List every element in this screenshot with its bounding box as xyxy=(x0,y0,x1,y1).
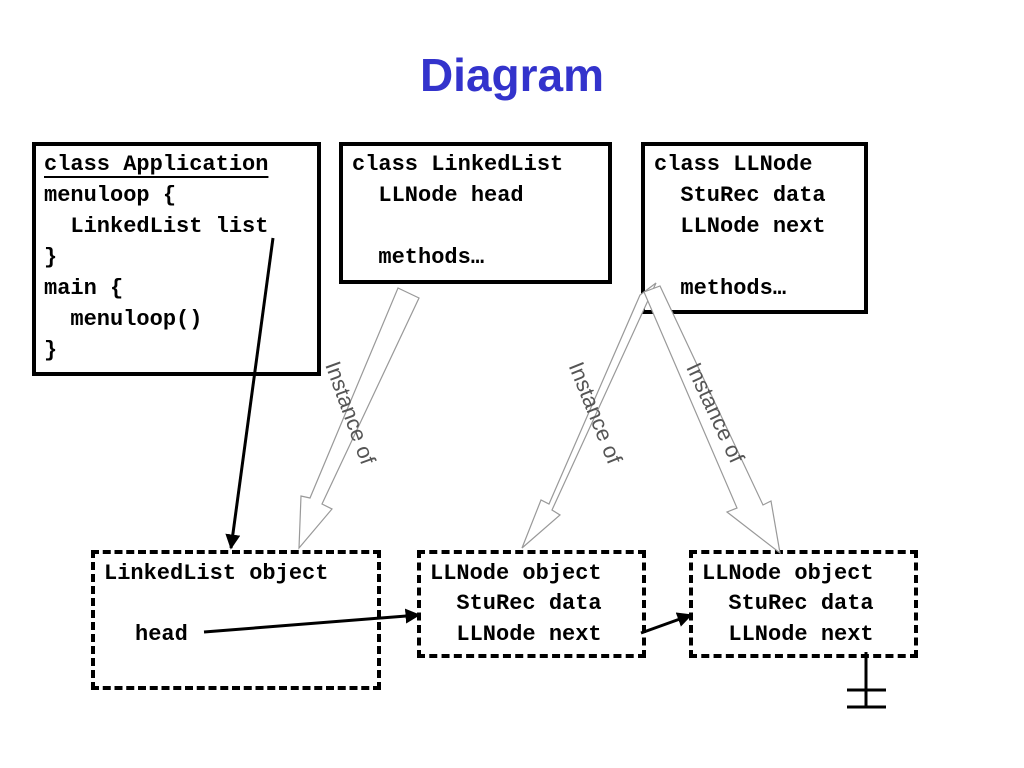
llnode-object-1-field: StuRec data xyxy=(430,591,602,616)
class-llnode-line: StuRec data xyxy=(654,183,826,208)
llnode-object-2-field: LLNode next xyxy=(702,622,874,647)
llnode-object-1-box xyxy=(417,550,646,658)
instance-of-label-1: Instance of xyxy=(320,357,381,468)
class-application-line: main { xyxy=(44,276,124,301)
class-llnode-line: class LLNode xyxy=(654,152,813,177)
instance-of-label-2: Instance of xyxy=(563,358,628,468)
class-llnode-line: LLNode next xyxy=(654,214,826,239)
llnode-object-1-field: LLNode next xyxy=(430,622,602,647)
class-linkedlist-box xyxy=(339,142,612,284)
llnode-object-2-box xyxy=(689,550,918,658)
llnode-object-2-field: StuRec data xyxy=(702,591,874,616)
class-application-line: menuloop { xyxy=(44,183,177,208)
diagram-title: Diagram xyxy=(419,49,605,101)
linkedlist-object-title: LinkedList object xyxy=(104,561,329,586)
class-linkedlist-line: methods… xyxy=(352,245,485,270)
class-application-line: } xyxy=(44,245,58,270)
linkedlist-object-head: head xyxy=(135,622,188,647)
class-llnode-line: methods… xyxy=(654,276,787,301)
class-application-line: } xyxy=(44,338,58,363)
next-pointer-arrow xyxy=(640,612,693,635)
class-linkedlist-line: LLNode head xyxy=(352,183,524,208)
class-application-line: LinkedList list xyxy=(44,214,269,239)
llnode-object-2-title: LLNode object xyxy=(702,561,874,586)
class-application-header: class Application xyxy=(44,152,269,177)
instance-of-label-3: Instance of xyxy=(681,358,750,467)
class-linkedlist-line: class LinkedList xyxy=(352,152,564,177)
class-application-line: menuloop() xyxy=(44,307,203,332)
llnode-object-1-title: LLNode object xyxy=(430,561,602,586)
null-terminator xyxy=(847,652,886,709)
